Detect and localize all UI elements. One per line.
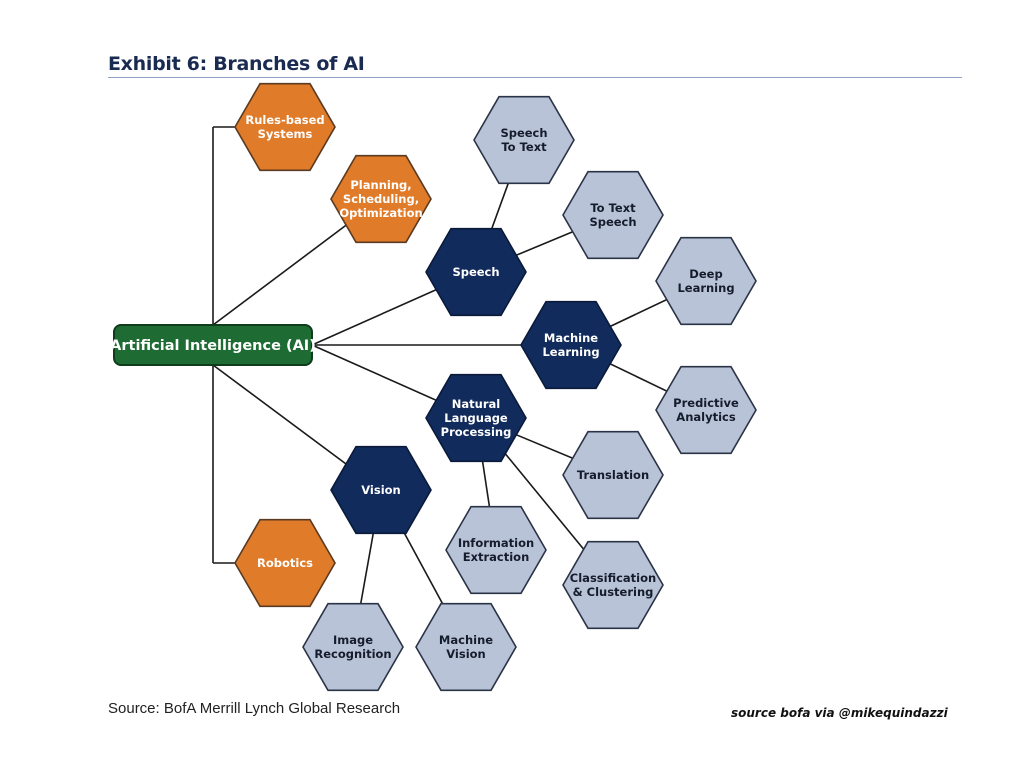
hexagon-robotics xyxy=(234,518,336,608)
node-label: To Text xyxy=(590,201,636,215)
node-label: To Text xyxy=(501,140,547,154)
node-label: Planning, xyxy=(350,178,411,192)
node-label: Robotics xyxy=(257,556,313,570)
hexagon-predictive xyxy=(655,365,757,455)
node-label: Natural xyxy=(452,397,500,411)
node-label: Learning xyxy=(542,345,599,359)
node-label: Speech xyxy=(500,126,547,140)
hexagon-deep xyxy=(655,236,757,326)
hexagon-rules xyxy=(234,82,336,172)
node-speech: Speech xyxy=(425,227,527,317)
credit-note: source bofa via @mikequindazzi xyxy=(731,706,948,720)
hexagon-ml xyxy=(520,300,622,390)
node-robotics: Robotics xyxy=(234,518,336,608)
node-vision: Vision xyxy=(330,445,432,535)
node-planning: Planning,Scheduling,Optimization xyxy=(330,154,432,244)
node-label: Vision xyxy=(446,647,486,661)
node-label: Rules-based xyxy=(245,113,324,127)
source-note: Source: BofA Merrill Lynch Global Resear… xyxy=(108,700,401,717)
node-label: Vision xyxy=(361,483,401,497)
node-label: Deep xyxy=(689,267,722,281)
node-label: Scheduling, xyxy=(343,192,419,206)
hexagon-stt xyxy=(473,95,575,185)
node-label: Language xyxy=(444,411,508,425)
node-label: Processing xyxy=(441,425,512,439)
node-layer: Rules-basedSystemsPlanning,Scheduling,Op… xyxy=(110,82,757,692)
node-label: Extraction xyxy=(463,550,530,564)
hexagon-machvision xyxy=(415,602,517,692)
node-label: Recognition xyxy=(314,647,391,661)
node-label: Translation xyxy=(577,468,649,482)
hexagon-nlp xyxy=(425,373,527,463)
hexagon-translation xyxy=(562,430,664,520)
hexagon-infoext xyxy=(445,505,547,595)
node-label: Information xyxy=(458,536,534,550)
node-translation: Translation xyxy=(562,430,664,520)
node-label: Predictive xyxy=(673,396,739,410)
hexagon-classification xyxy=(562,540,664,630)
node-classification: Classification& Clustering xyxy=(562,540,664,630)
node-label: & Clustering xyxy=(573,585,654,599)
node-label: Optimization xyxy=(339,206,422,220)
node-label: Image xyxy=(333,633,373,647)
hexagon-imagerec xyxy=(302,602,404,692)
hexagon-speech xyxy=(425,227,527,317)
hexagon-vision xyxy=(330,445,432,535)
node-label: Analytics xyxy=(676,410,736,424)
node-label: Machine xyxy=(439,633,493,647)
node-label: Classification xyxy=(570,571,656,585)
node-ai-root: Artificial Intelligence (AI) xyxy=(110,324,316,366)
node-label: Systems xyxy=(258,127,313,141)
node-label: Speech xyxy=(589,215,636,229)
hexagon-tts xyxy=(562,170,664,260)
root-box xyxy=(113,324,313,366)
title-divider xyxy=(108,77,962,78)
node-label: Speech xyxy=(452,265,499,279)
root-label: Artificial Intelligence (AI) xyxy=(110,338,316,354)
exhibit-title: Exhibit 6: Branches of AI xyxy=(108,53,365,75)
node-label: Machine xyxy=(544,331,598,345)
hexagon-planning xyxy=(330,154,432,244)
node-label: Learning xyxy=(677,281,734,295)
